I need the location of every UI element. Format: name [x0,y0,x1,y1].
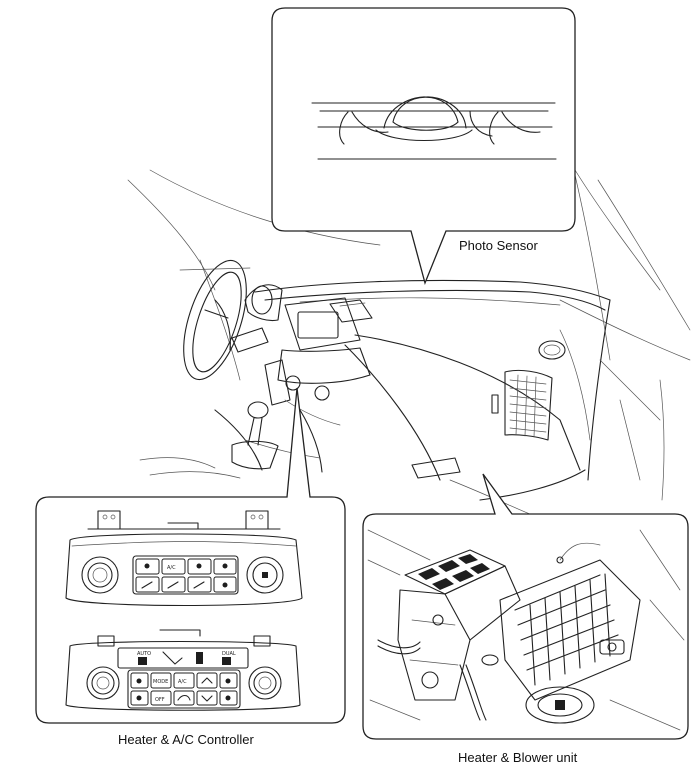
off-label: OFF [155,697,165,703]
blower-unit-callout [362,473,689,740]
mode-label: MODE [153,679,168,685]
ac-label: A/C [178,679,187,685]
dual-label: DUAL [222,651,236,657]
blower-unit-label: Heater & Blower unit [458,750,578,765]
auto-label: AUTO [137,651,151,657]
auto-controller-panel: AUTO DUAL [65,629,301,711]
controller-label: Heater & A/C Controller [118,732,254,747]
photo-sensor-callout [271,7,576,286]
controller-callout: A/C AUTO DUAL [35,387,346,724]
svg-text:A/C: A/C [167,565,176,571]
heater-blower-assembly [367,529,685,731]
manual-controller-panel: A/C [65,510,303,607]
photo-sensor-label: Photo Sensor [459,238,538,253]
